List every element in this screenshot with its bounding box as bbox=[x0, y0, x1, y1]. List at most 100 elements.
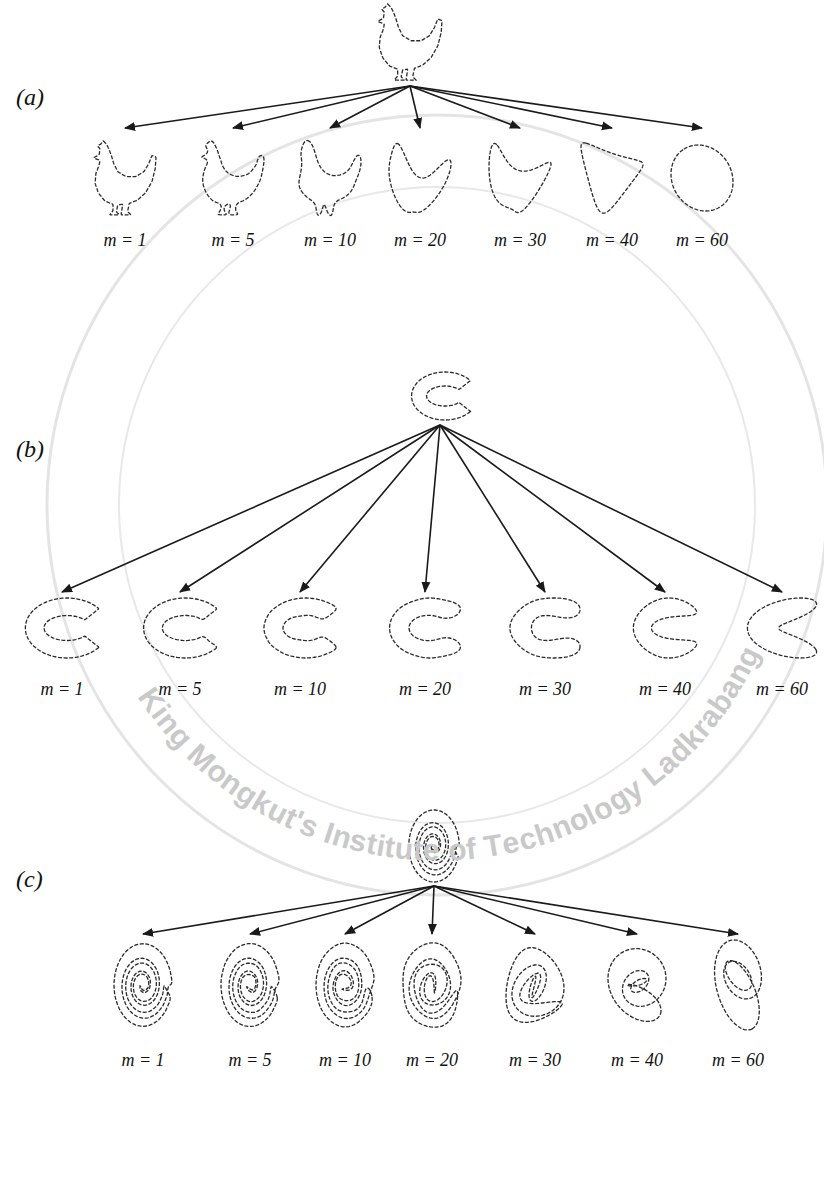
watermark-letter: u bbox=[262, 792, 293, 830]
iteration-label: m = 1 bbox=[103, 230, 146, 251]
iteration-label: m = 10 bbox=[304, 230, 356, 251]
iteration-label: m = 30 bbox=[494, 230, 546, 251]
watermark-letter: o bbox=[586, 789, 618, 827]
arrow-line bbox=[233, 86, 410, 128]
watermark-letter: g bbox=[231, 775, 264, 813]
watermark-letter: y bbox=[616, 771, 648, 808]
source-shape bbox=[409, 810, 459, 882]
source-shape bbox=[412, 372, 471, 420]
smoothed-shape bbox=[715, 940, 762, 1030]
arrow-line bbox=[434, 886, 738, 934]
arrow-line bbox=[440, 425, 665, 592]
watermark-letter: t bbox=[364, 827, 380, 861]
watermark-letter bbox=[439, 833, 448, 866]
watermark-letter: d bbox=[661, 732, 697, 768]
iteration-label: m = 10 bbox=[274, 679, 326, 700]
watermark-letter: o bbox=[563, 801, 593, 839]
watermark-letter bbox=[312, 813, 331, 847]
smoothed-shape bbox=[581, 143, 643, 213]
iteration-label: m = 5 bbox=[228, 1050, 271, 1071]
iteration-label: m = 20 bbox=[394, 230, 446, 251]
smoothed-shape bbox=[316, 943, 374, 1027]
smoothed-shape bbox=[506, 948, 564, 1023]
smoothed-shape bbox=[202, 141, 264, 215]
iteration-label: m = 10 bbox=[319, 1050, 371, 1071]
smoothed-shape bbox=[264, 598, 336, 658]
watermark-letter: t bbox=[383, 830, 397, 864]
iteration-label: m = 20 bbox=[399, 679, 451, 700]
smoothed-shape bbox=[389, 144, 451, 213]
watermark-letter: M bbox=[181, 737, 222, 778]
smoothed-shape bbox=[510, 598, 580, 658]
watermark-letter: T bbox=[482, 828, 505, 864]
iteration-label: m = 5 bbox=[158, 679, 201, 700]
watermark-letter: ' bbox=[288, 804, 308, 837]
watermark-letter: f bbox=[465, 831, 478, 865]
watermark-letter: t bbox=[412, 833, 424, 867]
panel-letter: (b) bbox=[16, 436, 44, 464]
iteration-label: m = 60 bbox=[676, 230, 728, 251]
watermark-letter: o bbox=[201, 753, 236, 790]
smoothed-shape bbox=[633, 598, 696, 658]
shape-group bbox=[25, 4, 816, 1030]
arrow-line bbox=[125, 86, 410, 128]
iteration-label: m = 40 bbox=[586, 230, 638, 251]
watermark-letter: o bbox=[447, 832, 467, 866]
panel-letter: (c) bbox=[16, 866, 43, 894]
smoothed-shape bbox=[94, 141, 156, 215]
iteration-label: m = 40 bbox=[639, 679, 691, 700]
watermark-letter: I bbox=[320, 816, 338, 850]
smoothed-shape bbox=[25, 598, 98, 658]
arrow-line bbox=[300, 425, 440, 592]
arrow-line bbox=[434, 886, 637, 934]
watermark-letter bbox=[629, 766, 655, 797]
watermark-letter: n bbox=[547, 808, 576, 845]
watermark-letter: a bbox=[692, 700, 728, 733]
arrow-line bbox=[410, 86, 520, 128]
iteration-label: m = 30 bbox=[519, 679, 571, 700]
watermark-letter: e bbox=[423, 833, 440, 866]
arrow-line bbox=[410, 86, 420, 128]
watermark-letter: u bbox=[393, 831, 414, 866]
arrow-line bbox=[143, 886, 434, 934]
watermark-letter: n bbox=[720, 657, 758, 689]
smoothed-shape bbox=[144, 598, 217, 658]
watermark-letter: s bbox=[347, 823, 371, 859]
watermark-letter: t bbox=[279, 800, 302, 834]
watermark-letter: g bbox=[728, 641, 766, 672]
iteration-label: m = 5 bbox=[211, 230, 254, 251]
watermark-letter: L bbox=[636, 755, 671, 792]
watermark-letter bbox=[474, 830, 486, 864]
seal-ring bbox=[47, 115, 824, 895]
seal-ring bbox=[119, 187, 755, 823]
smoothed-shape bbox=[114, 944, 172, 1027]
arrow-line bbox=[425, 425, 440, 592]
watermark-letter: g bbox=[162, 718, 199, 754]
iteration-label: m = 1 bbox=[40, 679, 83, 700]
arrow-line bbox=[432, 886, 434, 934]
watermark-letter: k bbox=[247, 784, 278, 821]
smoothed-shape bbox=[403, 943, 461, 1027]
smoothed-shape bbox=[747, 598, 816, 658]
arrow-line bbox=[345, 886, 434, 934]
smoothed-shape bbox=[299, 141, 361, 216]
watermark-letter: s bbox=[295, 807, 323, 844]
iteration-label: m = 1 bbox=[121, 1050, 164, 1071]
watermark-letter: c bbox=[515, 820, 540, 856]
watermark-letter: b bbox=[701, 685, 739, 719]
watermark-letter: e bbox=[499, 824, 522, 860]
iteration-label: m = 60 bbox=[756, 679, 808, 700]
iteration-label: m = 40 bbox=[611, 1050, 663, 1071]
arrow-line bbox=[330, 86, 410, 128]
arrow-group bbox=[62, 86, 782, 934]
watermark-letter bbox=[175, 731, 204, 760]
arrow-line bbox=[250, 886, 434, 934]
watermark-letter: a bbox=[711, 672, 748, 704]
smoothed-shape bbox=[221, 944, 279, 1027]
arrow-line bbox=[180, 425, 440, 592]
iteration-label: m = 60 bbox=[712, 1050, 764, 1071]
seal-watermark bbox=[47, 115, 824, 895]
